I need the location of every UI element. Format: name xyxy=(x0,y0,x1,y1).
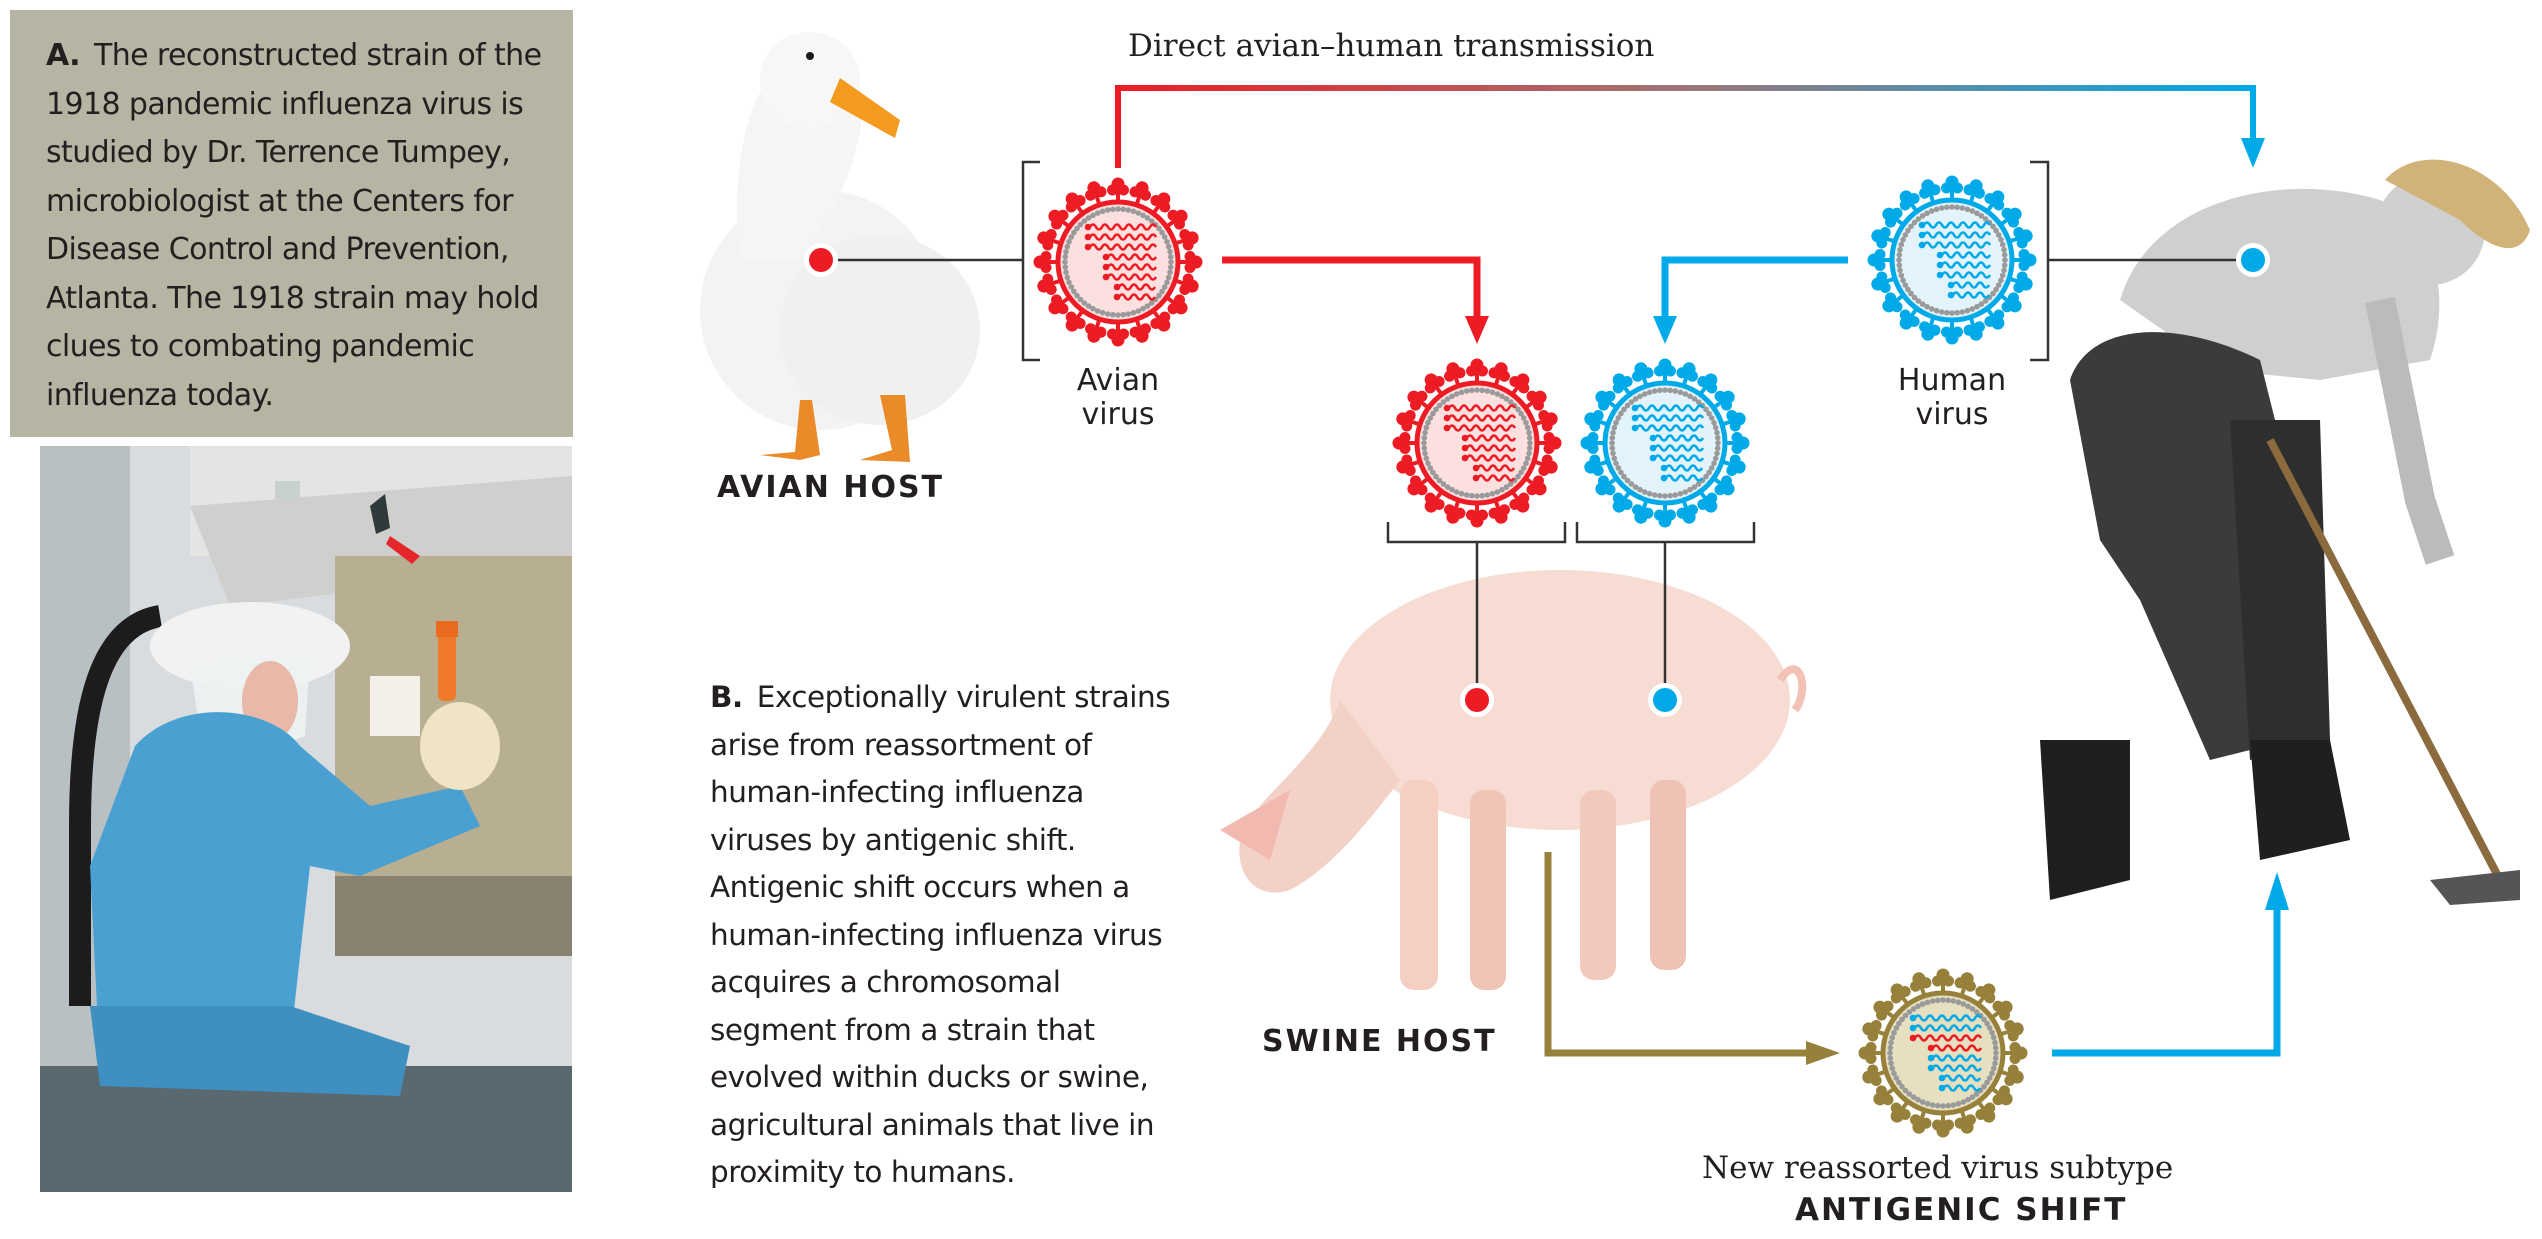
avian-to-swine-arrow xyxy=(1222,256,1489,344)
avian-virus-in-swine-icon xyxy=(1392,358,1562,528)
brackets xyxy=(834,160,2240,688)
panel-b-caption: B.Exceptionally virulent strains arise f… xyxy=(710,674,1190,1197)
avian-virus-label-line1: Avian xyxy=(1076,363,1160,398)
panel-a-label: A. xyxy=(46,38,81,73)
panel-b-body: Exceptionally virulent strains arise fro… xyxy=(710,680,1171,1189)
direct-transmission-label: Direct avian–human transmission xyxy=(1128,28,1655,64)
farmer-illustration xyxy=(2040,159,2530,905)
avian-host-label: AVIAN HOST xyxy=(717,470,945,505)
reassorted-caption: New reassorted virus subtype xyxy=(1702,1150,2174,1186)
swine-to-reassorted-arrow xyxy=(1544,852,1840,1065)
human-virus-label-line1: Human xyxy=(1897,363,2007,398)
swine-avian-dot xyxy=(1460,683,1494,717)
avian-host-dot xyxy=(804,243,838,277)
pig-illustration xyxy=(1220,570,1807,990)
human-host-dot xyxy=(2236,243,2270,277)
direct-transmission-arrow xyxy=(1115,85,2265,168)
avian-virus-label-line2: virus xyxy=(1081,397,1155,432)
human-virus-label-line2: virus xyxy=(1915,397,1989,432)
reassorted-to-human-arrow xyxy=(2052,872,2289,1057)
duck-illustration xyxy=(700,32,980,462)
human-to-swine-arrow xyxy=(1653,256,1848,344)
panel-a-text: A.The reconstructed strain of the 1918 p… xyxy=(46,32,547,420)
swine-host-label: SWINE HOST xyxy=(1262,1024,1497,1059)
panel-a-body: The reconstructed strain of the 1918 pan… xyxy=(46,38,542,413)
avian-virus-icon xyxy=(1033,177,1203,347)
panel-b-text: B.Exceptionally virulent strains arise f… xyxy=(710,674,1190,1197)
human-virus-icon xyxy=(1867,175,2037,345)
human-virus-in-swine-icon xyxy=(1580,358,1750,528)
panel-b-label: B. xyxy=(710,680,743,714)
human-virus-label: Human virus xyxy=(1852,364,2052,432)
antigenic-shift-title: ANTIGENIC SHIFT xyxy=(1795,1192,2128,1228)
scientist-photo-illustration xyxy=(40,446,572,1192)
avian-virus-label: Avian virus xyxy=(1018,364,1218,432)
swine-human-dot xyxy=(1648,683,1682,717)
reassorted-virus-icon xyxy=(1858,968,2028,1138)
panel-a-caption: A.The reconstructed strain of the 1918 p… xyxy=(10,10,573,437)
lab-photo xyxy=(40,446,572,1192)
